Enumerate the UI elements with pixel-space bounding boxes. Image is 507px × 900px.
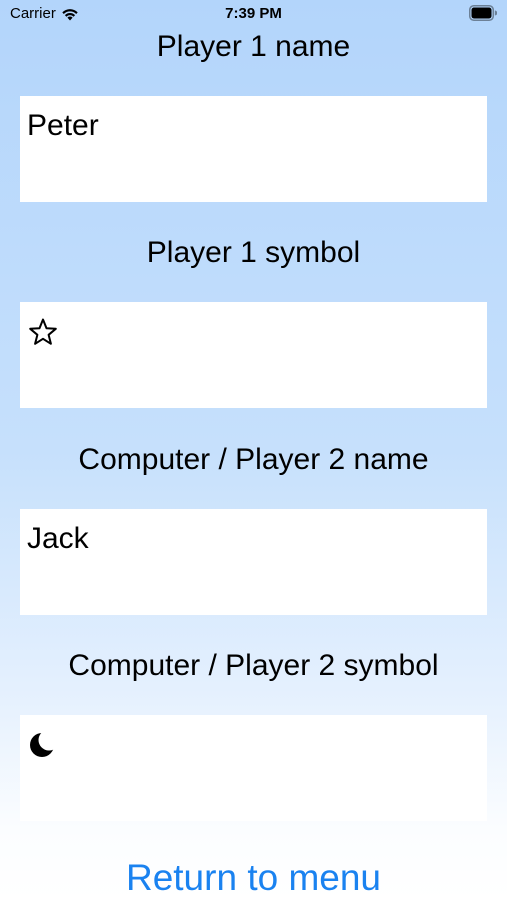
player1-name-field[interactable]: Peter — [20, 96, 487, 202]
player1-symbol-label: Player 1 symbol — [146, 236, 361, 269]
player1-symbol-field[interactable] — [20, 302, 487, 408]
player2-symbol-field[interactable] — [20, 715, 487, 821]
player1-name-label: Player 1 name — [156, 30, 351, 63]
moon-icon — [30, 733, 54, 757]
return-to-menu-button[interactable]: Return to menu — [125, 857, 382, 898]
battery-icon — [469, 5, 497, 21]
player1-name-value: Peter — [27, 109, 99, 142]
player2-name-label: Computer / Player 2 name — [78, 443, 429, 476]
status-bar: Carrier 7:39 PM — [0, 0, 507, 28]
carrier-label: Carrier — [10, 5, 56, 22]
wifi-icon — [62, 8, 78, 20]
player2-name-field[interactable]: Jack — [20, 509, 487, 615]
player2-symbol-label: Computer / Player 2 symbol — [68, 649, 439, 682]
star-outline-icon — [29, 318, 57, 345]
player2-name-value: Jack — [27, 522, 89, 555]
status-left: Carrier — [10, 5, 79, 22]
status-time: 7:39 PM — [225, 5, 282, 22]
